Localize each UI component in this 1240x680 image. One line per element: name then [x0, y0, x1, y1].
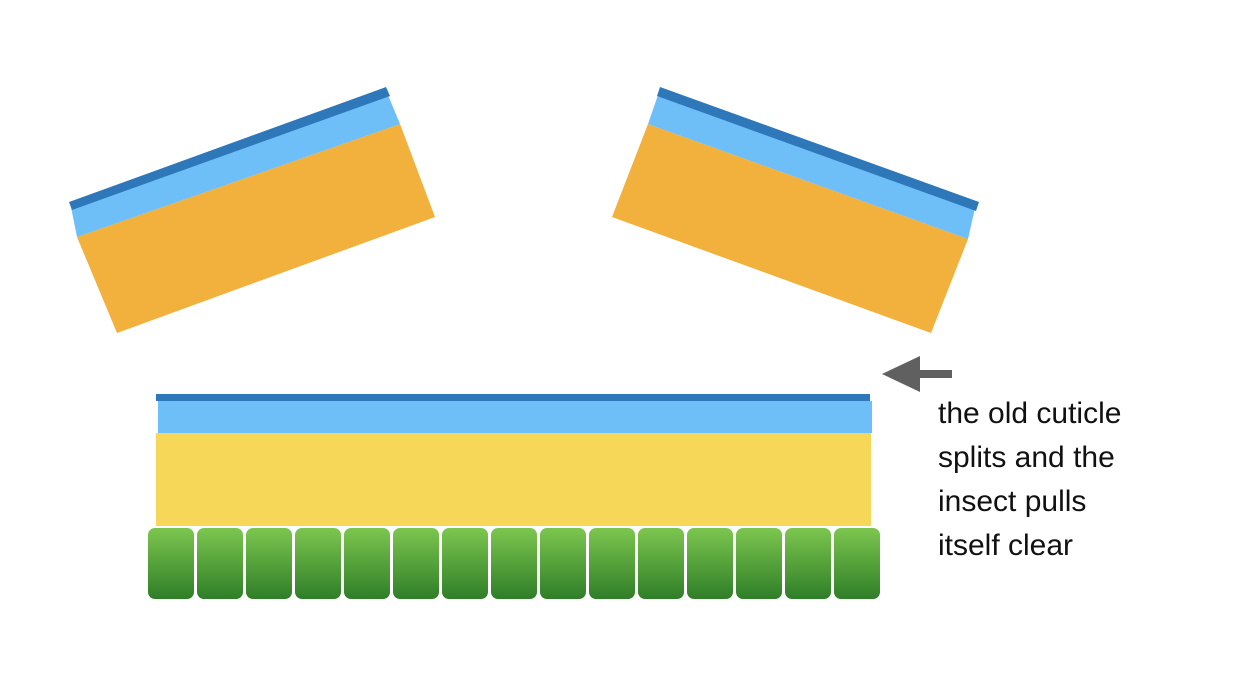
new-cuticle-layer — [156, 433, 871, 526]
epidermal-cell — [491, 528, 537, 599]
old-cuticle-left-outer-edge — [69, 87, 390, 210]
caption: the old cuticle splits and the insect pu… — [938, 392, 1228, 568]
old-cuticle-left-light-layer — [71, 95, 400, 237]
epidermal-cell — [246, 528, 292, 599]
epidermal-cell — [540, 528, 586, 599]
old-cuticle-left-fragment — [69, 87, 435, 333]
intact-light-layer — [158, 401, 872, 433]
epidermal-cell-row — [148, 528, 880, 599]
epidermal-cell — [638, 528, 684, 599]
caption-line-1: the old cuticle — [938, 397, 1122, 430]
old-cuticle-right-light-layer — [648, 95, 975, 239]
epidermal-cell — [197, 528, 243, 599]
old-cuticle-right-fragment — [612, 87, 979, 333]
epidermal-cell — [834, 528, 880, 599]
epidermal-cell — [148, 528, 194, 599]
caption-line-4: itself clear — [938, 529, 1074, 562]
arrow-shaft — [910, 370, 952, 378]
caption-line-2: splits and the — [938, 441, 1115, 474]
epidermal-cell — [687, 528, 733, 599]
epidermal-cell — [785, 528, 831, 599]
intact-layer-stack — [156, 394, 872, 526]
epidermal-cell — [344, 528, 390, 599]
epidermal-cell — [589, 528, 635, 599]
epidermal-cell — [442, 528, 488, 599]
left-arrow-icon — [882, 356, 952, 392]
epidermal-cell — [295, 528, 341, 599]
caption-line-3: insect pulls — [938, 485, 1087, 518]
arrow-head — [882, 356, 920, 392]
old-cuticle-left-inner-layer — [77, 124, 435, 333]
intact-outer-edge — [156, 394, 870, 401]
old-cuticle-right-outer-edge — [657, 87, 979, 211]
epidermal-cell — [736, 528, 782, 599]
old-cuticle-right-inner-layer — [612, 124, 968, 333]
epidermal-cell — [393, 528, 439, 599]
